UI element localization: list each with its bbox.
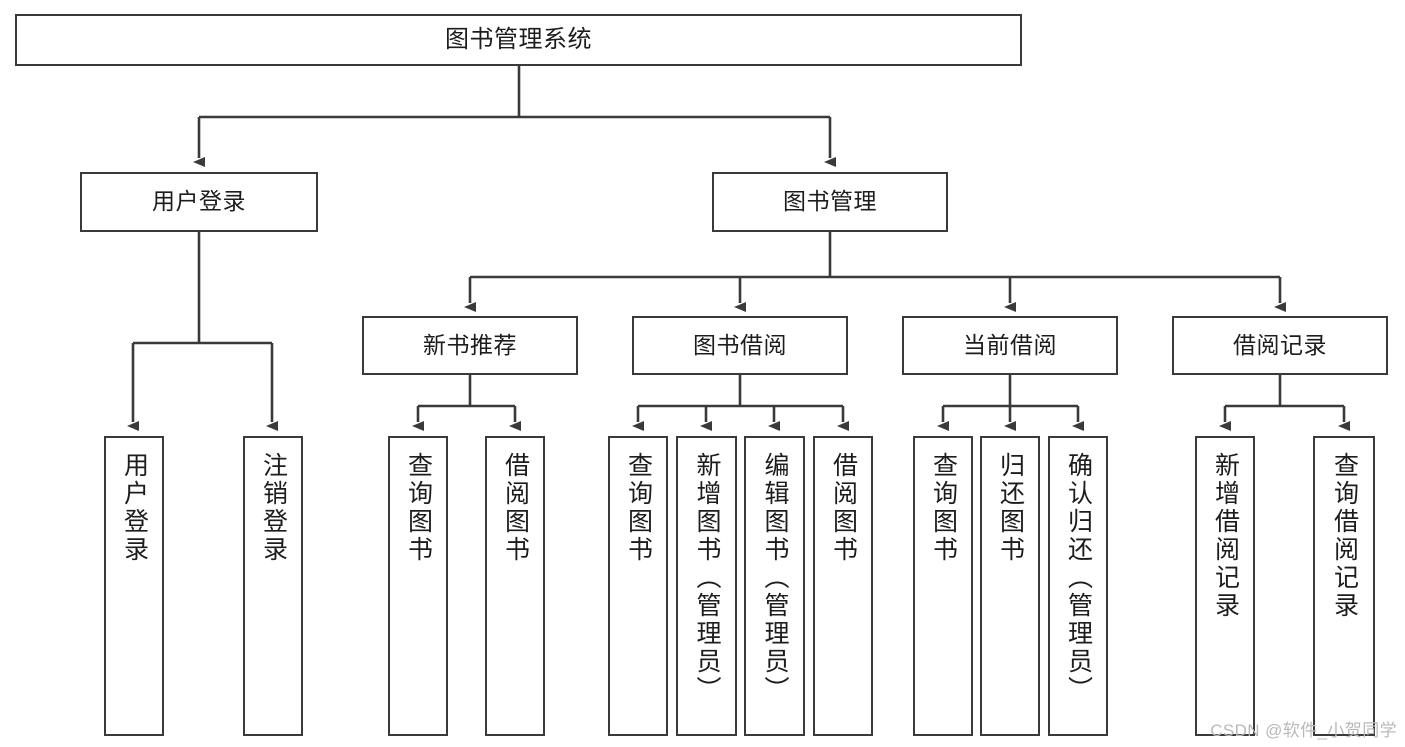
node-label: 注销登录 [259,452,288,564]
node-book-management[interactable]: 图书管理 [712,172,948,232]
node-label: 借阅图书 [829,452,858,564]
leaf-user-logout[interactable]: 注销登录 [243,436,303,736]
node-label: 确认归还（管理员） [1064,452,1093,704]
leaf-borrow-edit-book[interactable]: 编辑图书（管理员） [744,436,805,736]
node-label: 归还图书 [996,452,1025,564]
leaf-record-add[interactable]: 新增借阅记录 [1195,436,1255,736]
leaf-current-return-book[interactable]: 归还图书 [980,436,1040,736]
node-label: 图书借阅 [693,331,787,358]
leaf-record-query[interactable]: 查询借阅记录 [1313,436,1375,736]
node-label: 借阅记录 [1233,331,1327,358]
node-label: 编辑图书（管理员） [761,452,789,704]
node-label: 新增图书（管理员） [693,452,721,704]
node-label: 图书管理 [783,188,877,215]
node-label: 图书管理系统 [445,25,592,53]
node-label: 查询图书 [624,452,653,564]
node-new-book-recommend[interactable]: 新书推荐 [362,316,578,375]
node-book-borrow[interactable]: 图书借阅 [632,316,848,375]
node-label: 查询借阅记录 [1330,452,1359,620]
node-user-login[interactable]: 用户登录 [80,172,318,232]
node-label: 新书推荐 [423,331,517,358]
leaf-new-book-borrow[interactable]: 借阅图书 [485,436,545,736]
leaf-user-login[interactable]: 用户登录 [104,436,164,736]
node-label: 新增借阅记录 [1211,452,1240,620]
leaf-borrow-borrow-book[interactable]: 借阅图书 [813,436,873,736]
leaf-borrow-query-book[interactable]: 查询图书 [608,436,668,736]
node-label: 借阅图书 [501,452,530,564]
leaf-current-confirm-return[interactable]: 确认归还（管理员） [1048,436,1108,736]
leaf-borrow-add-book[interactable]: 新增图书（管理员） [676,436,737,736]
watermark: CSDN @软件_小贺同学 [1210,721,1397,740]
node-label: 用户登录 [152,188,246,215]
node-borrow-records[interactable]: 借阅记录 [1172,316,1388,375]
node-label: 查询图书 [404,452,433,564]
node-current-borrow[interactable]: 当前借阅 [902,316,1118,375]
leaf-current-query-book[interactable]: 查询图书 [913,436,973,736]
node-label: 用户登录 [120,452,149,564]
node-label: 查询图书 [929,452,958,564]
node-label: 当前借阅 [963,331,1057,358]
leaf-new-book-query[interactable]: 查询图书 [388,436,448,736]
node-root-system[interactable]: 图书管理系统 [15,14,1022,66]
